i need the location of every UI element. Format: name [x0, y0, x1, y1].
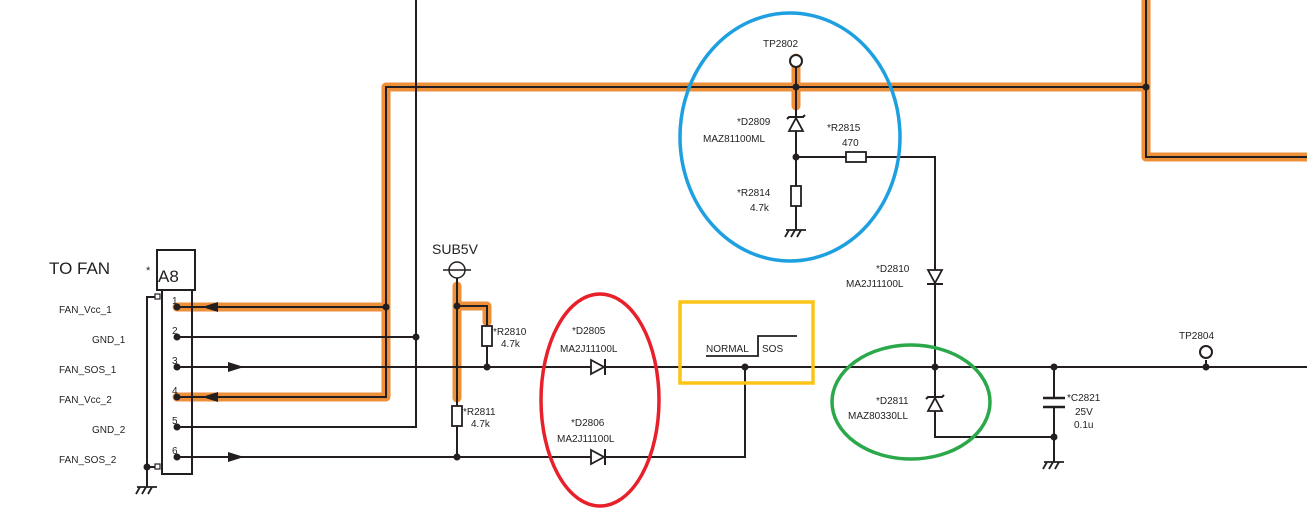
wires [146, 0, 1307, 487]
r2811-ref: *R2811 [463, 407, 496, 418]
normal-label: NORMAL [706, 344, 749, 355]
ground-symbols [135, 229, 1064, 495]
tp2802-label: TP2802 [763, 39, 798, 50]
labels: TO FAN * A8 FAN_Vcc_1 GND_1 FAN_SOS_1 FA… [49, 39, 1214, 466]
pin-number: 3 [172, 356, 178, 367]
d2805-part: MA2J11100L [560, 344, 618, 355]
d2805-ref: *D2805 [572, 326, 606, 337]
ground-icon [135, 486, 157, 495]
arrow-left-icon [202, 392, 218, 402]
diode-d2806 [590, 448, 606, 466]
diode-d2810 [926, 269, 944, 285]
signal-arrows [202, 302, 244, 462]
resistor-r2815 [845, 151, 867, 163]
r2814-value: 4.7k [750, 203, 770, 214]
connector-pin-box [161, 289, 193, 475]
junctions [382, 83, 1210, 461]
zener-d2811 [925, 394, 945, 412]
diode-d2805 [590, 358, 606, 376]
pin-number: 2 [172, 326, 178, 337]
connector-ref: A8 [158, 267, 179, 286]
resistor-r2810 [481, 325, 493, 347]
pin-name: GND_1 [92, 335, 126, 346]
zener-d2809 [786, 114, 806, 132]
signal-highlight-box [678, 300, 815, 385]
tp2804-symbol [1199, 345, 1213, 359]
connector-header-box [156, 249, 196, 291]
arrow-right-icon [228, 362, 244, 372]
pin-number: 4 [172, 386, 178, 397]
arrow-right-icon [228, 452, 244, 462]
power-path-highlight [172, 0, 1307, 403]
d2811-ref: *D2811 [876, 396, 909, 407]
ground-icon [1042, 461, 1064, 470]
r2810-ref: *R2810 [493, 327, 527, 338]
c2821-voltage: 25V [1075, 407, 1093, 418]
ground-icon [784, 229, 806, 238]
pin-name: GND_2 [92, 425, 126, 436]
sos-label: SOS [762, 344, 783, 355]
capacitor-c2821 [1043, 396, 1066, 409]
pin-name: FAN_Vcc_2 [59, 395, 112, 406]
r2811-value: 4.7k [471, 419, 491, 430]
normal-sos-step [706, 335, 797, 357]
d2809-ref: *D2809 [737, 117, 771, 128]
connector-a8 [143, 249, 196, 475]
diodes [590, 114, 945, 466]
annotations [539, 11, 992, 508]
pin-dots [173, 303, 181, 461]
c2821-value: 0.1u [1074, 420, 1093, 431]
resistor-r2814 [790, 185, 802, 207]
test-points [789, 54, 1213, 359]
connector-ref-prefix: * [146, 265, 151, 277]
pin-name: FAN_Vcc_1 [59, 305, 112, 316]
c2821-ref: *C2821 [1067, 393, 1101, 404]
d2811-part: MAZ80330LL [848, 411, 908, 422]
zener-highlight-circle [830, 343, 992, 461]
tp2802-symbol [789, 54, 803, 68]
resistors [451, 151, 867, 427]
r2815-value: 470 [842, 138, 859, 149]
pin-number: 6 [172, 446, 178, 457]
arrow-left-icon [202, 302, 218, 312]
r2815-ref: *R2815 [827, 123, 861, 134]
vcc2-highlight [172, 302, 391, 402]
pin-number: 1 [172, 296, 178, 307]
detect-highlight-circle [678, 11, 902, 263]
d2806-part: MA2J11100L [557, 434, 615, 445]
d2806-ref: *D2806 [571, 418, 605, 429]
sub5v-symbol [443, 261, 471, 279]
d2810-part: MA2J11100L [846, 279, 904, 290]
r2810-value: 4.7k [501, 339, 521, 350]
pin-number: 5 [172, 416, 178, 427]
resistor-r2811 [451, 405, 463, 427]
d2809-part: MAZ81100ML [703, 134, 766, 145]
r2814-ref: *R2814 [737, 188, 771, 199]
d2810-ref: *D2810 [876, 264, 910, 275]
connector-title: TO FAN [49, 259, 110, 278]
sub5v-label: SUB5V [432, 241, 479, 257]
pin-name: FAN_SOS_2 [59, 455, 117, 466]
tp2804-label: TP2804 [1179, 331, 1214, 342]
pin-name: FAN_SOS_1 [59, 365, 117, 376]
diodes-highlight-circle [539, 292, 661, 508]
